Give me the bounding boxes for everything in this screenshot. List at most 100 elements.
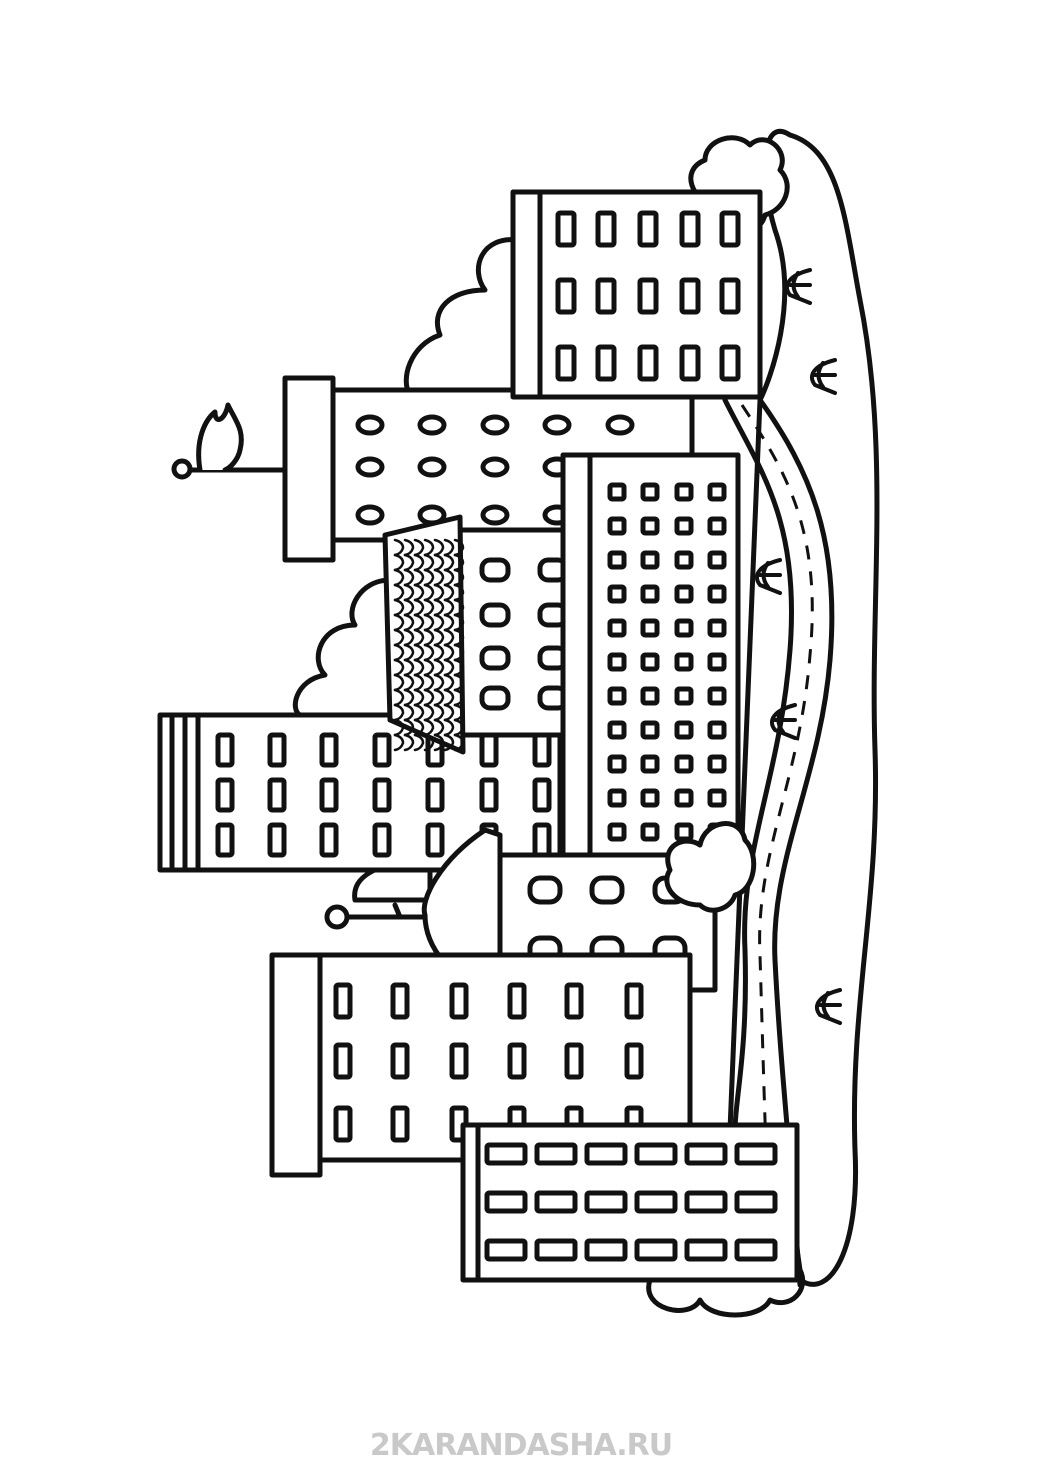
roof-tile [433, 538, 445, 557]
roof-tile [443, 613, 455, 632]
street-lamp [324, 902, 428, 930]
window [215, 777, 235, 813]
roof-tile [393, 643, 405, 662]
window [267, 822, 287, 858]
window [479, 602, 511, 628]
window [425, 777, 445, 813]
roof-tile [433, 628, 445, 647]
window [607, 720, 627, 740]
window [684, 1238, 728, 1262]
roof-tile [403, 598, 415, 617]
roof-tile [423, 688, 435, 707]
window [674, 686, 694, 706]
roof-tile [403, 688, 415, 707]
window [634, 1238, 678, 1262]
roof-tile [413, 598, 425, 617]
roof-tile [423, 658, 435, 677]
window [319, 732, 339, 768]
roof-tile [393, 628, 405, 647]
roof-tile [403, 538, 415, 557]
roof-tile [413, 643, 425, 662]
window [595, 210, 617, 248]
window [484, 1142, 528, 1166]
window [532, 777, 552, 813]
oval-window [605, 414, 635, 436]
roof-tile [393, 553, 405, 572]
roof-tile [413, 733, 425, 752]
window [640, 516, 660, 536]
window [319, 777, 339, 813]
roof-tile [403, 673, 415, 692]
oval-window [480, 504, 510, 526]
roof-tile [413, 688, 425, 707]
road-centerline [740, 404, 814, 1201]
roof-tile [403, 643, 415, 662]
roof-tile [443, 733, 455, 752]
window [634, 1190, 678, 1214]
roof-tile [393, 598, 405, 617]
roof-tile [413, 613, 425, 632]
window [484, 1190, 528, 1214]
roof-tile [443, 718, 455, 737]
roof-tile [403, 583, 415, 602]
window [390, 1042, 410, 1080]
grass-sprout-icon [754, 558, 782, 595]
roof-tile [443, 553, 455, 572]
roof-tile [443, 538, 455, 557]
window [555, 277, 577, 315]
roof-tile [403, 553, 415, 572]
roof-tile [453, 583, 465, 602]
window [707, 618, 727, 638]
grass-sprout-icon [809, 358, 837, 395]
window [674, 720, 694, 740]
roof-tile [433, 658, 445, 677]
window [640, 550, 660, 570]
window [640, 482, 660, 502]
window [425, 822, 445, 858]
window [534, 1238, 578, 1262]
window [449, 1042, 469, 1080]
roof-tile [453, 658, 465, 677]
window [607, 482, 627, 502]
oval-window [417, 414, 447, 436]
window [674, 482, 694, 502]
roof-tile [423, 718, 435, 737]
roof-tile [433, 718, 445, 737]
window [607, 618, 627, 638]
roof-tile [453, 613, 465, 632]
window [707, 788, 727, 808]
window [607, 822, 627, 842]
window [674, 822, 694, 842]
roof-tile [393, 733, 405, 752]
roof-tile [393, 658, 405, 677]
roof-tile [423, 643, 435, 662]
roof-tile [443, 658, 455, 677]
window [479, 685, 511, 711]
roof-tile [423, 613, 435, 632]
roof-tile [393, 568, 405, 587]
window [707, 652, 727, 672]
roof-tile [393, 538, 405, 557]
grass-sprout-icon [814, 988, 842, 1025]
window [267, 777, 287, 813]
oval-window [355, 456, 385, 478]
roof-tile [393, 673, 405, 692]
window [684, 1142, 728, 1166]
window [674, 618, 694, 638]
roof-tile [393, 688, 405, 707]
roof-tile [453, 703, 465, 722]
roof-tile [453, 643, 465, 662]
roof-tile [403, 568, 415, 587]
roof-tile [423, 673, 435, 692]
window [719, 210, 741, 248]
window [634, 1142, 678, 1166]
roof-tile [453, 538, 465, 557]
window [607, 788, 627, 808]
window [637, 277, 659, 315]
window [707, 584, 727, 604]
window [607, 550, 627, 570]
oval-window [480, 414, 510, 436]
roof-tile [453, 733, 465, 752]
window [624, 982, 644, 1020]
window [640, 788, 660, 808]
